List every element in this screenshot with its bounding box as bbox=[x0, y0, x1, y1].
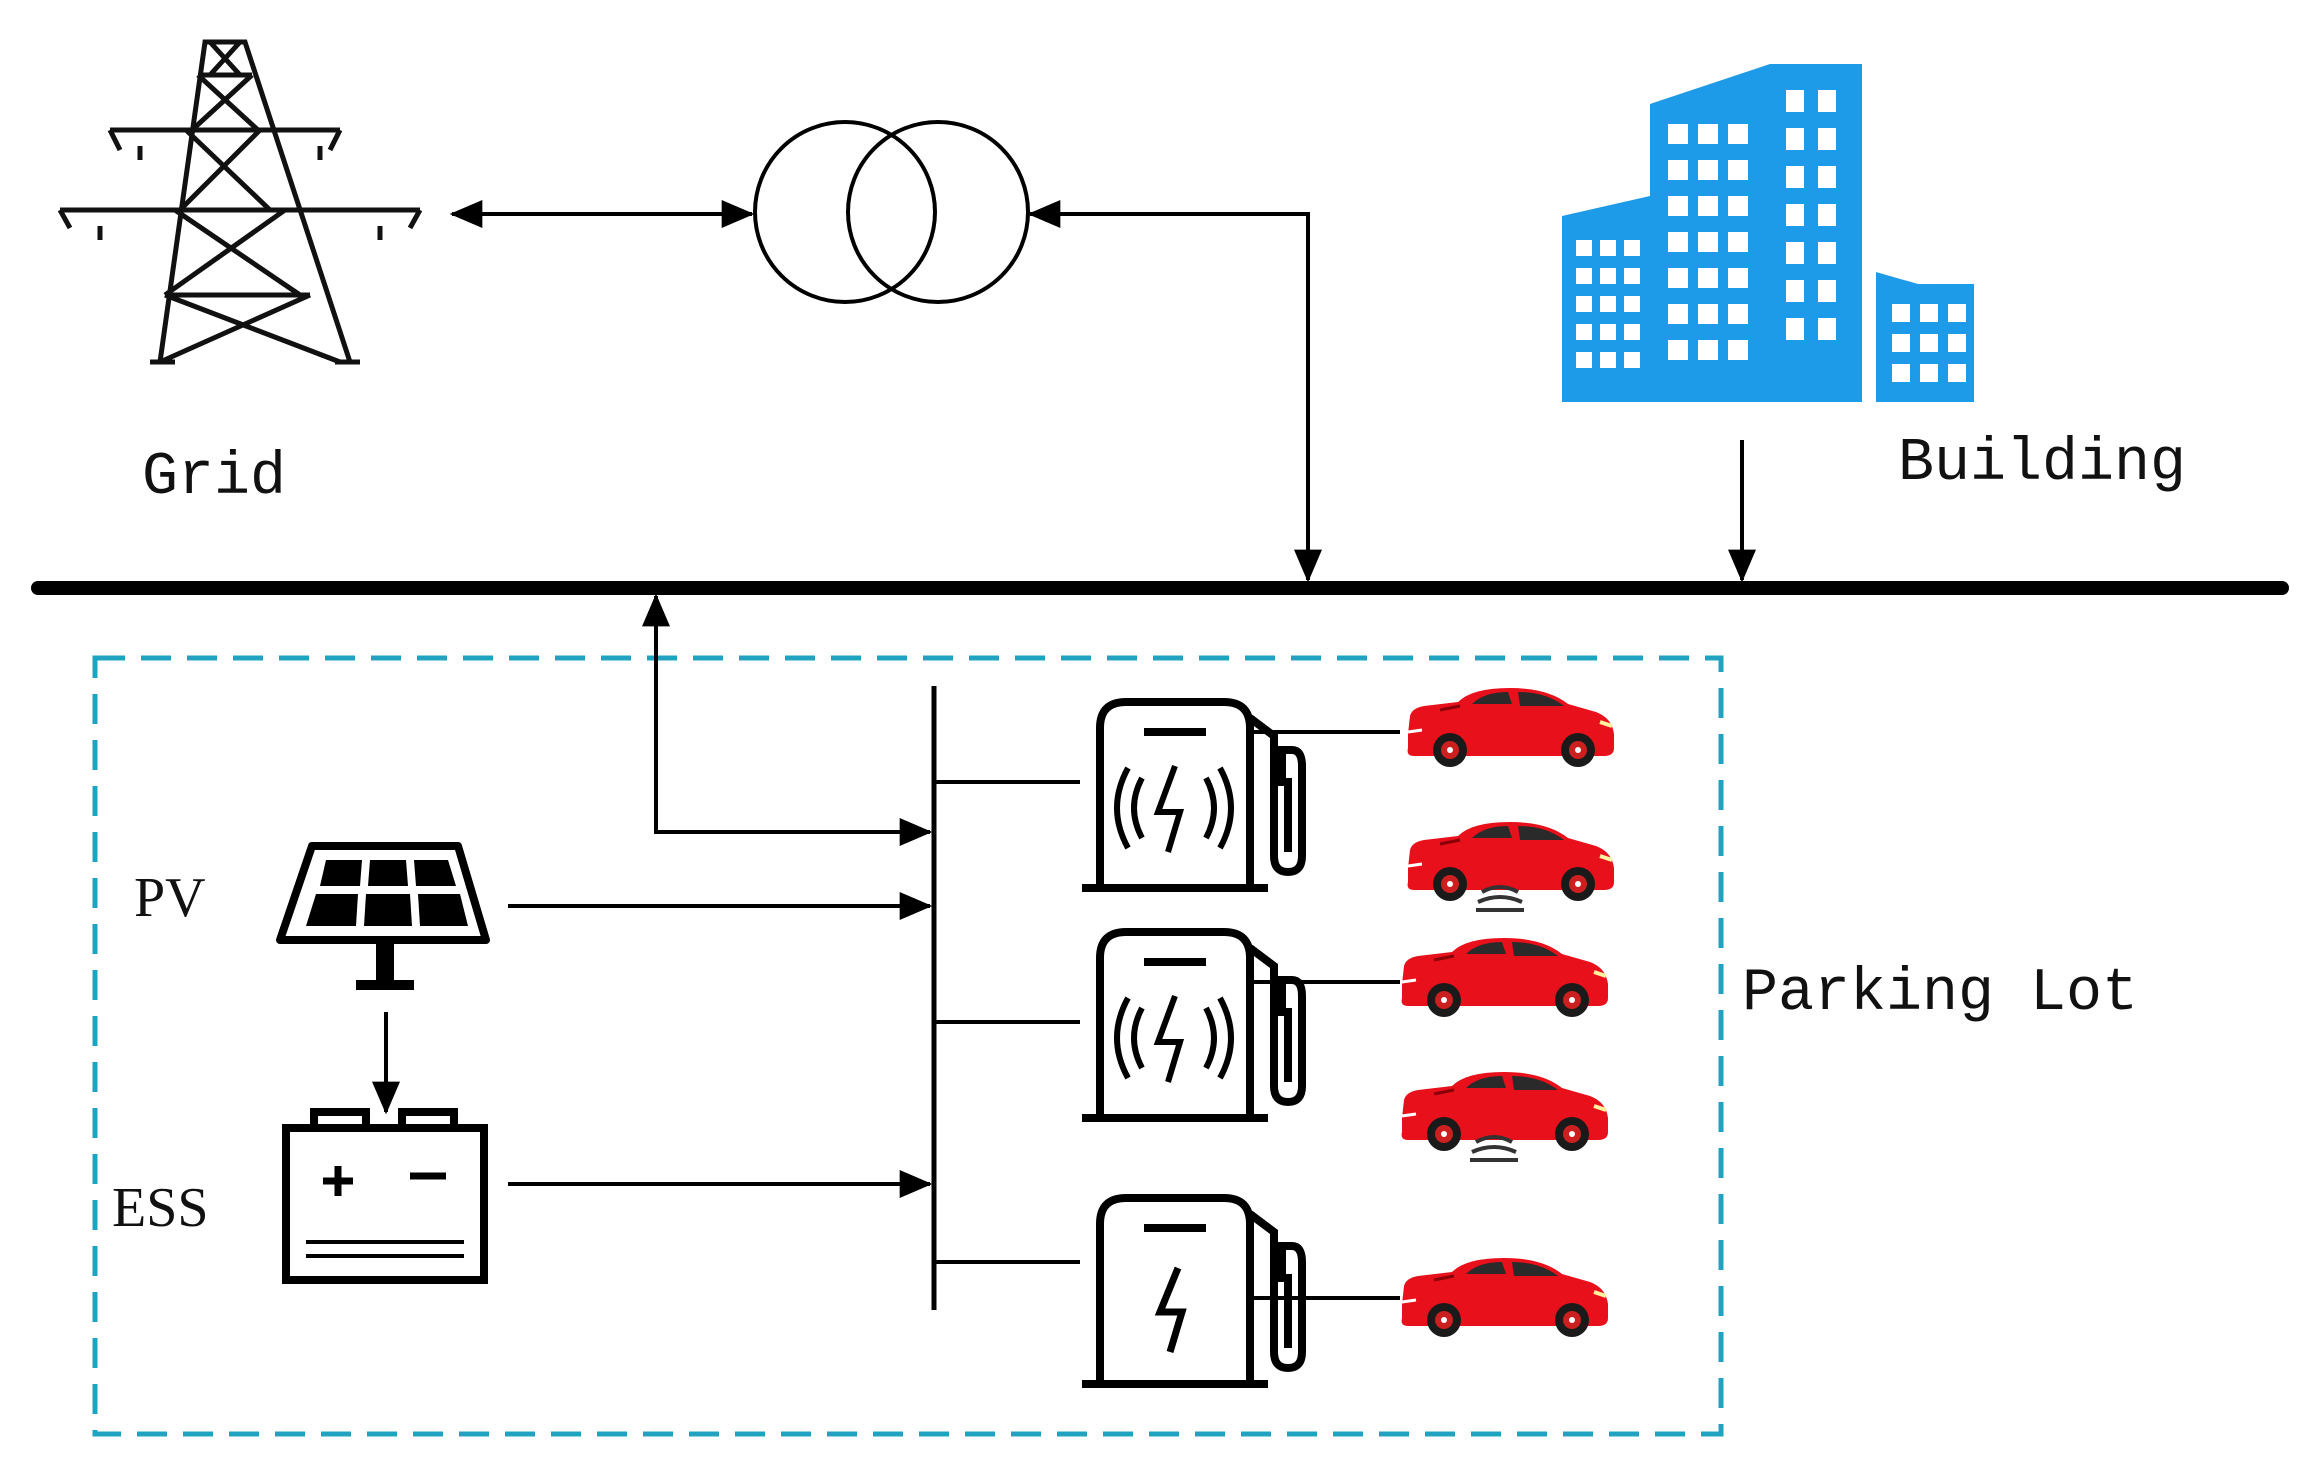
electric-car-icon bbox=[1399, 936, 1610, 1019]
office-building-icon bbox=[1562, 64, 1974, 402]
pv-label: PV bbox=[134, 867, 206, 929]
building-label: Building bbox=[1898, 430, 2187, 498]
parking-bus-link bbox=[642, 593, 933, 846]
wireless-charging-pad-icon bbox=[1474, 885, 1526, 912]
battery-icon bbox=[282, 1108, 488, 1284]
transformer-bus-link bbox=[1027, 200, 1322, 583]
electric-car-icon bbox=[1405, 686, 1616, 769]
wireless-charging-station-icon bbox=[1082, 702, 1400, 888]
wireless-charging-station-icon bbox=[1082, 932, 1400, 1118]
parking-lot-boundary bbox=[92, 655, 1724, 1437]
ess-label: ESS bbox=[112, 1177, 209, 1239]
grid-label: Grid bbox=[142, 444, 287, 512]
parking-lot-label: Parking Lot bbox=[1742, 960, 2139, 1028]
transformer-icon bbox=[753, 120, 1030, 304]
electric-car-icon bbox=[1399, 1256, 1610, 1339]
transmission-tower-icon bbox=[57, 39, 423, 365]
charging-station-icon bbox=[1082, 1198, 1400, 1384]
solar-panel-icon bbox=[276, 842, 490, 990]
wireless-charging-pad-icon bbox=[1468, 1135, 1520, 1162]
